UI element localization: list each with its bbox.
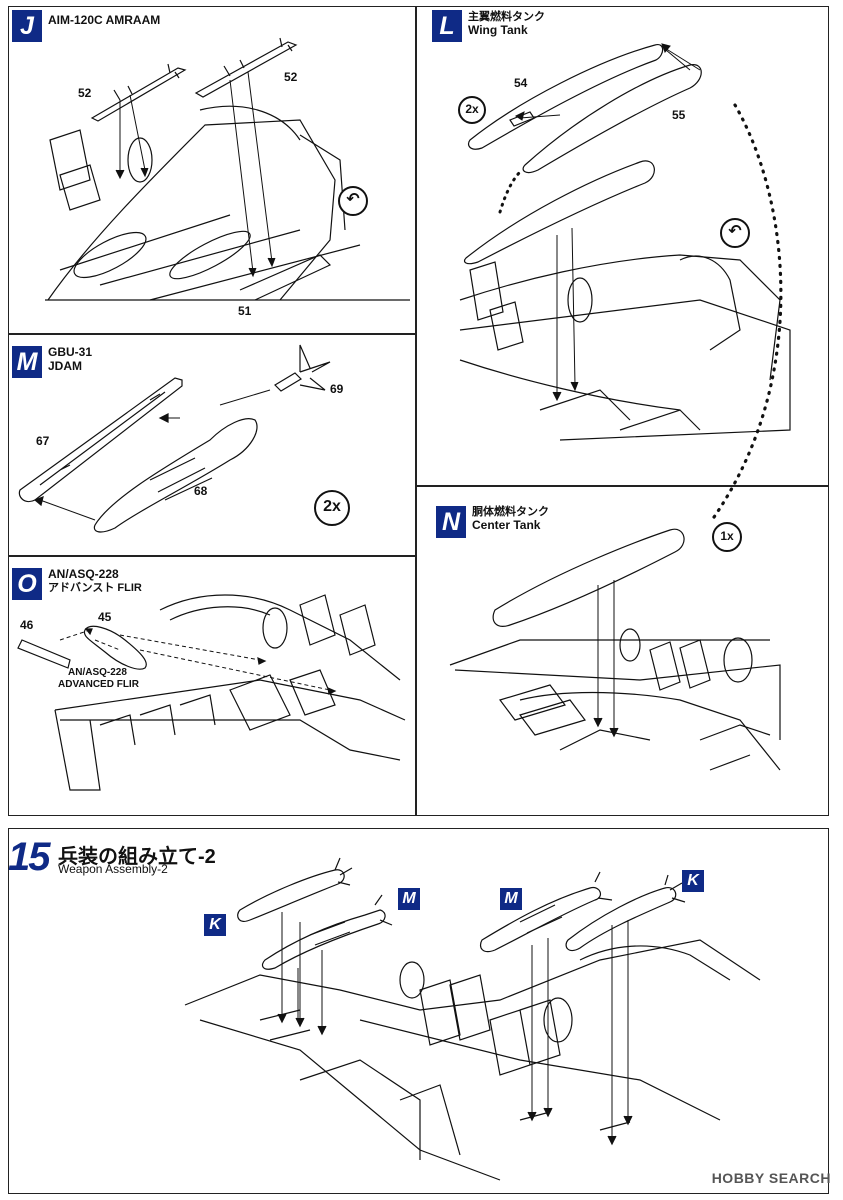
step-title-en: Weapon Assembly-2 — [58, 862, 168, 876]
step-number: 15 — [8, 835, 50, 879]
title-N-jp: 胴体燃料タンク — [472, 506, 549, 518]
bomb-M-left — [261, 894, 393, 970]
badge-N: N — [436, 506, 466, 538]
title-O-2: アドバンスト FLIR — [48, 582, 142, 594]
flir-label-1: AN/ASQ-228 — [68, 667, 127, 678]
title-M-1: GBU-31 — [48, 345, 93, 359]
part-69: 69 — [330, 382, 344, 396]
part-67: 67 — [36, 434, 50, 448]
missile-52-right — [194, 37, 298, 98]
aircraft-O — [54, 594, 406, 791]
badge-O: O — [12, 568, 42, 600]
flir-46 — [17, 639, 71, 669]
title-N-en: Center Tank — [472, 518, 541, 532]
rotate-view-icon-J: ↶ — [338, 186, 368, 216]
title-L-jp: 主翼燃料タンク — [468, 11, 545, 23]
qty-N: 1x — [712, 522, 742, 552]
arrows-J — [115, 71, 276, 278]
panel-step-15 — [8, 828, 829, 1194]
part-45: 45 — [98, 610, 112, 624]
aircraft-N — [449, 628, 781, 771]
wing-tank-55 — [522, 64, 702, 174]
panel-M — [8, 334, 416, 556]
bomb-K-left — [237, 857, 353, 922]
part-46: 46 — [20, 618, 34, 632]
missile-52-left — [90, 63, 187, 122]
jdam-tail-69 — [274, 344, 331, 392]
qty-M: 2x — [314, 490, 350, 526]
ref-badge-M-right: M — [500, 888, 522, 910]
bomb-M-right — [479, 871, 613, 953]
badge-M: M — [12, 346, 42, 378]
ref-badge-K-left: K — [204, 914, 226, 936]
badge-L: L — [432, 10, 462, 42]
ref-badge-K-right: K — [682, 870, 704, 892]
title-J: AIM-120C AMRAAM — [48, 13, 161, 27]
aircraft-L — [459, 254, 791, 441]
step-title-jp: 兵装の組み立て-2 — [58, 846, 216, 868]
panel-J — [8, 6, 416, 334]
part-68: 68 — [194, 484, 208, 498]
rotate-view-icon-L: ↶ — [720, 218, 750, 248]
aircraft-15 — [184, 939, 761, 1181]
ref-badge-M-left: M — [398, 888, 420, 910]
panel-O — [8, 556, 416, 816]
title-L-en: Wing Tank — [468, 23, 528, 37]
part-51: 51 — [238, 304, 252, 318]
badge-J: J — [12, 10, 42, 42]
center-tank — [492, 528, 685, 627]
part-55: 55 — [672, 108, 686, 122]
wing-tank-assembled — [463, 160, 655, 265]
title-O-1: AN/ASQ-228 — [48, 567, 119, 581]
jdam-67 — [18, 377, 183, 503]
part-54: 54 — [514, 76, 528, 90]
part-52-a: 52 — [78, 86, 92, 100]
qty-L: 2x — [458, 96, 486, 124]
panel-N — [416, 486, 829, 816]
bomb-K-right — [565, 874, 686, 952]
panel-L — [416, 6, 829, 486]
aircraft-J — [45, 105, 410, 301]
watermark: HOBBY SEARCH — [711, 1170, 831, 1186]
jdam-68 — [93, 418, 258, 533]
title-M-2: JDAM — [48, 359, 83, 373]
part-52-b: 52 — [284, 70, 298, 84]
flir-label-2: ADVANCED FLIR — [58, 679, 139, 690]
